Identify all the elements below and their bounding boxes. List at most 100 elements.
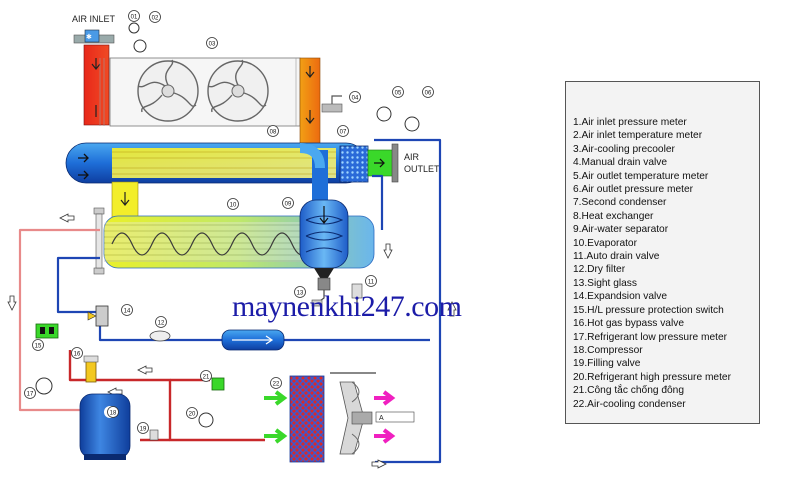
legend-item: 4.Manual drain valve [573, 157, 668, 169]
callout-09: 09 [282, 197, 294, 209]
legend-item: 6.Air outlet pressure meter [573, 184, 694, 196]
air-outlet-label-1: AIR [404, 152, 420, 162]
dry-filter [221, 329, 285, 351]
svg-text:10: 10 [230, 202, 237, 208]
legend-item: 9.Air-water separator [573, 224, 669, 236]
legend-item: 22.Air-cooling condenser [573, 398, 686, 410]
legend-item: 8.Heat exchanger [573, 210, 654, 222]
dryer-schematic: AIR INLET ✱ [7, 10, 457, 469]
legend-item: 2.Air inlet temperature meter [573, 130, 703, 142]
legend-item: 13.Sight glass [573, 277, 637, 289]
legend-item: 15.H/L pressure protection switch [573, 304, 724, 316]
svg-text:16: 16 [74, 351, 81, 357]
svg-text:02: 02 [152, 15, 159, 21]
legend-item: 21.Công tắc chống đông [573, 385, 685, 397]
callout-04: 04 [349, 91, 361, 103]
svg-text:22: 22 [273, 381, 280, 387]
svg-text:15: 15 [35, 343, 42, 349]
callout-10: 10 [227, 198, 239, 210]
callout-01: 01 [128, 10, 140, 22]
legend: 1.Air inlet pressure meter 2.Air inlet te… [565, 81, 760, 424]
svg-text:21: 21 [203, 374, 210, 380]
callout-18: 18 [107, 406, 119, 418]
fan-outlet-tag: A [375, 411, 415, 423]
watermark: maynenkhi247.com [232, 290, 462, 323]
svg-text:✱: ✱ [86, 33, 92, 41]
gauges [35, 22, 420, 428]
compressor [79, 393, 131, 460]
precooler-fan-2 [207, 59, 269, 122]
svg-text:06: 06 [425, 90, 432, 96]
callout-06: 06 [422, 86, 434, 98]
expansion-valve [87, 305, 109, 327]
callout-14: 14 [121, 304, 133, 316]
legend-item: 16.Hot gas bypass valve [573, 318, 684, 330]
callout-12: 12 [155, 316, 167, 328]
callout-20: 20 [186, 407, 198, 419]
svg-text:07: 07 [340, 129, 347, 135]
callout-21: 21 [200, 370, 212, 382]
svg-text:05: 05 [395, 90, 402, 96]
callout-05: 05 [392, 86, 404, 98]
hl-pressure-switch [35, 323, 59, 339]
callout-03: 03 [206, 37, 218, 49]
second-condenser [339, 145, 369, 183]
anti-freeze-switch [211, 377, 225, 391]
callout-08: 08 [267, 125, 279, 137]
air-outlet-label-2: OUTLET [404, 164, 440, 174]
condenser-fan [339, 381, 373, 455]
manual-drain-valve-top [321, 95, 343, 113]
legend-item: 7.Second condenser [573, 197, 667, 209]
refrigerant-low-pressure-meter-icon [35, 377, 53, 395]
legend-item: 17.Refrigerant low pressure meter [573, 331, 728, 343]
callout-19: 19 [137, 422, 149, 434]
callout-11: 11 [365, 275, 377, 287]
callout-02: 02 [149, 11, 161, 23]
legend-item: 19.Filling valve [573, 358, 641, 370]
precooler-fan-1 [137, 59, 199, 122]
hot-gas-bypass-valve [83, 355, 99, 383]
heat-exchanger-core [112, 148, 336, 178]
air-inlet-temperature-meter-icon [133, 39, 147, 53]
svg-text:14: 14 [124, 308, 131, 314]
air-inlet-connector: ✱ [73, 29, 115, 44]
legend-item: 11.Auto drain valve [573, 251, 660, 263]
svg-text:19: 19 [140, 426, 147, 432]
legend-item: 20.Refrigerant high pressure meter [573, 371, 731, 383]
svg-text:08: 08 [270, 129, 277, 135]
callout-17: 17 [24, 387, 36, 399]
auto-drain-valve [351, 283, 363, 306]
legend-item: 12.Dry filter [573, 264, 626, 276]
svg-text:20: 20 [189, 411, 196, 417]
component-callouts: 01 02 03 04 05 06 07 08 09 10 11 12 13 14 15 16 17 18 19 20… [24, 10, 434, 434]
callout-15: 15 [32, 339, 44, 351]
sight-glass [149, 330, 171, 342]
refrigerant-high-pressure-meter-icon [198, 412, 214, 428]
svg-text:17: 17 [27, 391, 34, 397]
legend-item: 5.Air outlet temperature meter [573, 170, 709, 182]
svg-text:09: 09 [285, 201, 292, 207]
svg-text:04: 04 [352, 95, 359, 101]
legend-item: 1.Air inlet pressure meter [573, 117, 687, 128]
svg-text:A: A [379, 415, 384, 422]
svg-text:13: 13 [297, 290, 304, 296]
air-cooling-condenser [289, 372, 376, 463]
svg-text:03: 03 [209, 41, 216, 47]
air-outlet-pressure-meter-icon [404, 116, 420, 132]
svg-text:11: 11 [368, 279, 375, 285]
svg-text:01: 01 [131, 14, 138, 20]
air-outlet-temperature-meter-icon [376, 106, 392, 122]
air-inlet-label: AIR INLET [72, 14, 116, 24]
svg-text:18: 18 [110, 410, 117, 416]
legend-item: 3.Air-cooling precooler [573, 143, 675, 155]
legend-item: 18.Compressor [573, 344, 643, 356]
legend-item: 14.Expandsion valve [573, 291, 668, 303]
air-cooling-precooler [99, 57, 301, 127]
legend-item: 10.Evaporator [573, 237, 637, 249]
manual-drain-valve-bottom [311, 290, 325, 307]
svg-text:12: 12 [158, 320, 165, 326]
air-water-separator [299, 199, 349, 291]
air-inlet-pressure-meter-icon [128, 22, 140, 34]
callout-13: 13 [294, 286, 306, 298]
callout-07: 07 [337, 125, 349, 137]
